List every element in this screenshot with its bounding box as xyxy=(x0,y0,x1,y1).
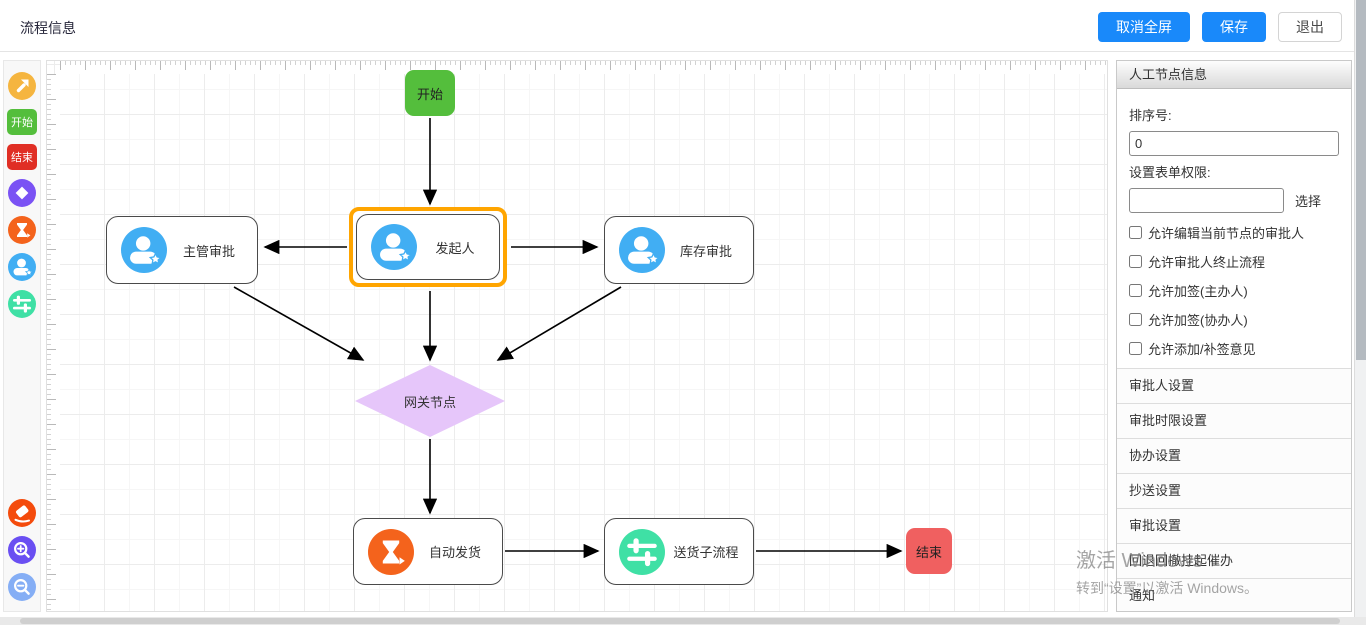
eraser-tool-icon[interactable] xyxy=(8,499,36,527)
section-rollback-settings[interactable]: 回退回撤挂起催办 xyxy=(1117,544,1351,579)
vertical-ruler xyxy=(47,74,60,611)
allow-edit-approver-checkbox[interactable] xyxy=(1129,226,1142,239)
node-initiator-selected[interactable]: 发起人 xyxy=(349,207,507,287)
node-manager-approval[interactable]: 主管审批 xyxy=(106,216,258,284)
node-delivery-subprocess[interactable]: 送货子流程 xyxy=(604,518,754,585)
end-node-tool[interactable]: 结束 xyxy=(7,144,37,170)
checkbox-label: 允许加签(主办人) xyxy=(1148,284,1248,299)
panel-title: 人工节点信息 xyxy=(1117,61,1351,89)
sliders-icon xyxy=(619,528,665,575)
section-approval-time-settings[interactable]: 审批时限设置 xyxy=(1117,404,1351,439)
zoom-out-icon xyxy=(13,578,30,595)
save-button[interactable]: 保存 xyxy=(1202,12,1266,42)
node-label: 发起人 xyxy=(435,240,475,256)
vertical-scrollbar[interactable] xyxy=(1354,0,1366,625)
section-cc-settings[interactable]: 抄送设置 xyxy=(1117,474,1351,509)
pointer-tool-icon[interactable] xyxy=(8,72,36,100)
gateway-tool-icon[interactable] xyxy=(8,179,36,207)
cancel-fullscreen-button[interactable]: 取消全屏 xyxy=(1098,12,1190,42)
allow-countersign-assist-checkbox[interactable] xyxy=(1129,313,1142,326)
section-approval-settings[interactable]: 审批设置 xyxy=(1117,509,1351,544)
panel-sections: 审批人设置 审批时限设置 协办设置 抄送设置 审批设置 回退回撤挂起催办 通知 xyxy=(1117,368,1351,611)
eraser-icon xyxy=(14,505,30,523)
diamond-icon xyxy=(15,186,29,200)
checkbox-label: 允许编辑当前节点的审批人 xyxy=(1148,226,1305,241)
zoom-in-icon xyxy=(13,541,30,558)
node-end[interactable]: 结束 xyxy=(906,528,952,574)
flow-canvas[interactable]: 开始 主管审批 xyxy=(46,60,1108,612)
auto-task-tool-icon[interactable] xyxy=(8,216,36,244)
start-node-tool[interactable]: 开始 xyxy=(7,109,37,135)
node-label: 库存审批 xyxy=(679,243,732,259)
checkbox-row: 允许添加/补签意见 xyxy=(1129,339,1339,358)
checkbox-label: 允许审批人终止流程 xyxy=(1148,255,1266,270)
node-start[interactable]: 开始 xyxy=(405,70,455,116)
allow-terminate-checkbox[interactable] xyxy=(1129,255,1142,268)
checkbox-row: 允许加签(协办人) xyxy=(1129,310,1339,329)
choose-button[interactable]: 选择 xyxy=(1295,194,1322,209)
checkbox-label: 允许加签(协办人) xyxy=(1148,313,1248,328)
user-task-tool-icon[interactable] xyxy=(8,253,36,281)
header-buttons: 取消全屏 保存 退出 xyxy=(1098,12,1342,42)
allow-countersign-main-checkbox[interactable] xyxy=(1129,284,1142,297)
checkbox-row: 允许审批人终止流程 xyxy=(1129,252,1339,271)
node-inventory-approval[interactable]: 库存审批 xyxy=(604,216,754,284)
page-title: 流程信息 xyxy=(20,20,76,36)
form-permission-row: 选择 xyxy=(1129,188,1339,213)
node-properties-panel: 人工节点信息 排序号: 设置表单权限: 选择 允许编辑当前节点的审批人 允许审批… xyxy=(1116,60,1352,612)
node-initiator[interactable]: 发起人 xyxy=(356,214,500,280)
vertical-scrollbar-thumb[interactable] xyxy=(1356,0,1366,360)
arrow-up-right-icon xyxy=(16,79,29,93)
section-assist-settings[interactable]: 协办设置 xyxy=(1117,439,1351,474)
checkbox-row: 允许加签(主办人) xyxy=(1129,281,1339,300)
horizontal-scrollbar[interactable] xyxy=(0,617,1366,625)
top-header: 流程信息 取消全屏 保存 退出 xyxy=(0,0,1354,52)
section-notification-settings[interactable]: 通知 xyxy=(1117,579,1351,611)
section-approver-settings[interactable]: 审批人设置 xyxy=(1117,369,1351,404)
hourglass-icon xyxy=(368,528,414,575)
person-icon xyxy=(121,227,167,273)
sort-order-label: 排序号: xyxy=(1129,108,1172,123)
subprocess-tool-icon[interactable] xyxy=(8,290,36,318)
person-icon xyxy=(371,224,417,270)
form-permission-label: 设置表单权限: xyxy=(1129,165,1211,180)
node-label: 送货子流程 xyxy=(673,545,739,560)
checkbox-label: 允许添加/补签意见 xyxy=(1148,342,1256,357)
shape-toolbar: 开始 结束 xyxy=(3,60,41,612)
hourglass-icon xyxy=(17,223,31,238)
person-icon xyxy=(13,258,34,277)
node-label: 主管审批 xyxy=(182,243,235,259)
allow-add-opinion-checkbox[interactable] xyxy=(1129,342,1142,355)
sliders-icon xyxy=(13,295,31,313)
horizontal-scrollbar-thumb[interactable] xyxy=(20,618,1340,624)
checkbox-row: 允许编辑当前节点的审批人 xyxy=(1129,223,1339,242)
zoom-out-tool-icon[interactable] xyxy=(8,573,36,601)
person-icon xyxy=(619,227,665,273)
horizontal-ruler xyxy=(60,61,1107,74)
form-permission-input[interactable] xyxy=(1129,188,1284,213)
node-auto-ship[interactable]: 自动发货 xyxy=(353,518,503,585)
zoom-in-tool-icon[interactable] xyxy=(8,536,36,564)
sort-order-input[interactable] xyxy=(1129,131,1339,156)
node-gateway[interactable]: 网关节点 xyxy=(355,365,505,437)
panel-body: 排序号: 设置表单权限: 选择 允许编辑当前节点的审批人 允许审批人终止流程 允… xyxy=(1117,89,1351,358)
exit-button[interactable]: 退出 xyxy=(1278,12,1342,42)
node-label: 自动发货 xyxy=(428,545,481,560)
